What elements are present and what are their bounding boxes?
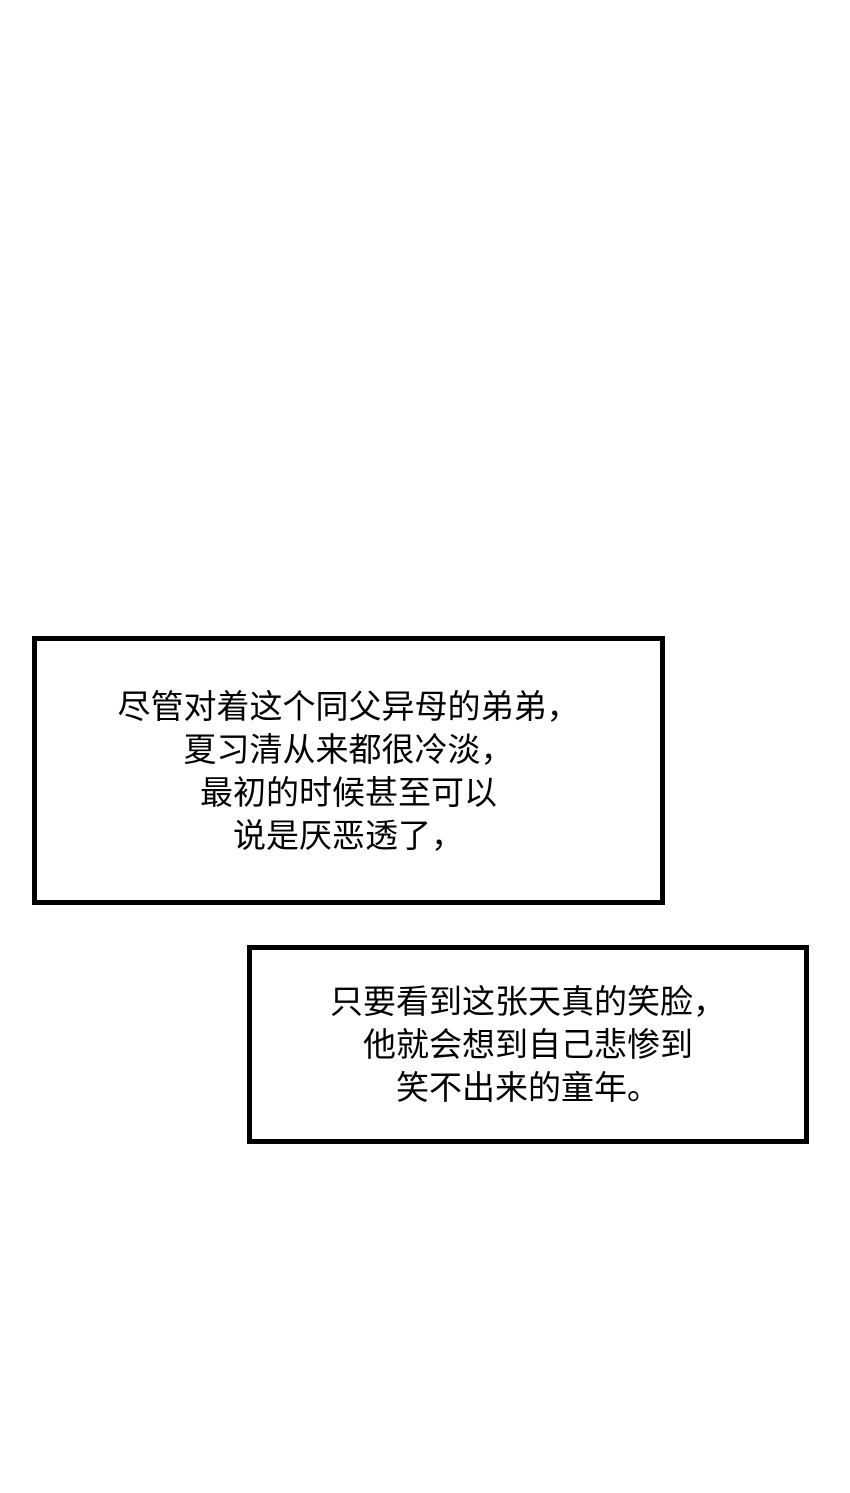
caption-line: 最初的时候甚至可以 bbox=[200, 772, 497, 812]
caption-line: 说是厌恶透了， bbox=[233, 815, 464, 855]
caption-line: 只要看到这张天真的笑脸， bbox=[330, 982, 726, 1021]
caption-box-2: 只要看到这张天真的笑脸， 他就会想到自己悲惨到 笑不出来的童年。 bbox=[247, 945, 809, 1144]
caption-line: 尽管对着这个同父异母的弟弟， bbox=[117, 686, 580, 726]
caption-line: 他就会想到自己悲惨到 bbox=[363, 1025, 693, 1064]
caption-line: 笑不出来的童年。 bbox=[396, 1068, 660, 1107]
caption-line: 夏习清从来都很冷淡， bbox=[183, 729, 514, 769]
caption-box-1: 尽管对着这个同父异母的弟弟， 夏习清从来都很冷淡， 最初的时候甚至可以 说是厌恶… bbox=[32, 636, 665, 905]
